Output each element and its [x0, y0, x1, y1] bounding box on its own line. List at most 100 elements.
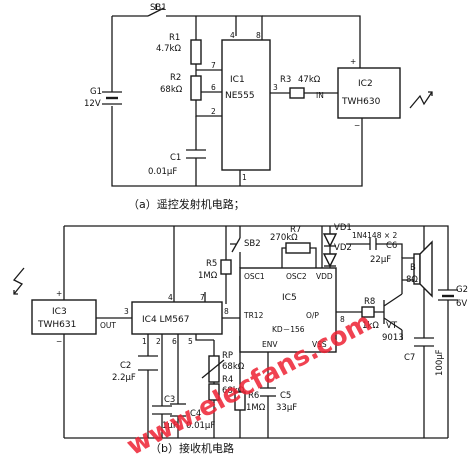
rp-label: RP: [222, 351, 233, 361]
diodes-part: 1N4148 × 2: [352, 231, 398, 240]
ic3-minus: −: [56, 337, 62, 346]
ic4-pin2: 2: [156, 337, 161, 346]
r4-value: 68kΩ: [222, 386, 245, 396]
vt-part: 9013: [382, 333, 404, 343]
c3-label: C3: [164, 395, 175, 405]
ic3-part: TWH631: [37, 320, 76, 330]
rx-wire-top-rail: [64, 225, 449, 438]
sb1-switch: [147, 4, 165, 17]
g1-label: G1: [90, 87, 102, 97]
r1-value: 4.7kΩ: [156, 44, 181, 54]
r8-value: 1kΩ: [362, 321, 379, 331]
ic4-pin8: 8: [224, 307, 229, 316]
g2-label: G2: [456, 285, 468, 295]
ic3-label: IC3: [52, 307, 67, 317]
vd1-diode: [322, 233, 338, 248]
speaker-cone-icon: [419, 240, 433, 298]
sb2-switch: [230, 237, 241, 253]
ic5-vdd: VDD: [316, 272, 333, 281]
ic2-twh630-module: [337, 67, 401, 119]
tx-wire-left-rail: [111, 16, 363, 187]
rx-radio-wave-icon: [12, 267, 25, 295]
ic1-pin1: 1: [242, 173, 247, 182]
ic5-kd156: KD－156: [272, 325, 305, 334]
r7-value: 270kΩ: [270, 233, 298, 243]
ic4-pin1: 1: [142, 337, 147, 346]
ic1-pin6: 6: [211, 83, 216, 92]
r4-label: R4: [222, 375, 233, 385]
ic1-part: NE555: [225, 91, 255, 101]
ic5-op: O/P: [306, 311, 319, 320]
rp-value: 68kΩ: [222, 362, 245, 372]
ic1-label: IC1: [230, 75, 245, 85]
tx-radio-wave-icon: [409, 91, 433, 109]
speaker-value: 8Ω: [406, 275, 418, 285]
sb2-label: SB2: [244, 239, 261, 249]
c5-label: C5: [280, 391, 291, 401]
c4-value: 0.01μF: [186, 421, 215, 431]
ic1-pin3: 3: [273, 83, 278, 92]
ic5-tr12: TR12: [243, 311, 264, 320]
r6-resistor: [234, 391, 246, 411]
ic5-kd156-chip: [239, 267, 337, 353]
tx-wire-ic2-plus: [262, 15, 361, 68]
ic5-osc1: OSC1: [244, 272, 265, 281]
r8-resistor: [361, 306, 375, 318]
ic5-osc2: OSC2: [286, 272, 307, 281]
ic3-twh631-module: [31, 299, 97, 335]
ic5-env: ENV: [262, 340, 278, 349]
r3-resistor: [289, 87, 305, 99]
c1-value: 0.01μF: [148, 167, 177, 177]
r7-label: R7: [290, 225, 301, 235]
c2-value: 2.2μF: [112, 373, 136, 383]
r3-value: 47kΩ: [298, 75, 321, 85]
receiver-circuit: IC3 TWH631 + − OUT IC4 LM567 3 4 8 1 2 6…: [12, 223, 468, 455]
vd1-label: VD1: [334, 223, 352, 233]
c3-value: 1μF: [162, 421, 178, 431]
ic4-pin6: 6: [172, 337, 177, 346]
c2-label: C2: [120, 361, 131, 371]
c7-label: C7: [404, 353, 415, 363]
r5-value: 1MΩ: [198, 271, 218, 281]
c6-value: 22μF: [370, 255, 391, 265]
ic3-plus: +: [56, 289, 62, 298]
ic1-pin8: 8: [256, 31, 261, 40]
r6-value: 1MΩ: [246, 403, 266, 413]
rx-caption: （b）接收机电路: [150, 441, 234, 455]
rp-wiper: [201, 359, 225, 379]
ic2-label: IC2: [358, 79, 373, 89]
ic1-pin4: 4: [230, 31, 235, 40]
r2-label: R2: [170, 73, 181, 83]
c1-label: C1: [170, 153, 181, 163]
r7-resistor: [285, 242, 311, 254]
c7-value: 100μF: [435, 349, 445, 376]
c4-label: C4: [190, 409, 201, 419]
tx-wire-top-rail: [112, 15, 263, 40]
r1-label: R1: [169, 33, 180, 43]
rx-wire-r6-c5: [239, 336, 269, 438]
ic5-vss: VSS: [312, 340, 327, 349]
ic5-label: IC5: [282, 293, 297, 303]
vd2-diode: [322, 253, 338, 268]
r1-resistor: [190, 39, 202, 65]
r2-resistor: [190, 75, 202, 101]
ic4-pin3: 3: [124, 307, 129, 316]
ic4-lm567-chip: [131, 301, 223, 335]
ic1-pin7: 7: [211, 61, 216, 70]
ic4-pin7: 7: [200, 293, 205, 302]
transmitter-circuit: SB1 R1 4.7kΩ R2 68kΩ G1 12V C1 0.01μF IC…: [84, 3, 433, 211]
vt-label: VT: [386, 321, 398, 331]
ic2-plus: +: [350, 57, 356, 66]
vd2-label: VD2: [334, 243, 352, 253]
r4-resistor: [208, 383, 220, 401]
g2-value: 6V: [456, 299, 467, 309]
g1-value: 12V: [84, 99, 101, 109]
ic4-pin4: 4: [168, 293, 173, 302]
tx-wire-ic1-pins: [235, 16, 241, 186]
ic2-part: TWH630: [341, 97, 381, 107]
rx-wire-transistor: [383, 280, 403, 340]
tx-wire-r-chain: [195, 16, 222, 117]
ic2-minus: −: [354, 121, 360, 130]
rx-wire-c6: [346, 243, 403, 258]
ic4-pin5: 5: [188, 337, 193, 346]
